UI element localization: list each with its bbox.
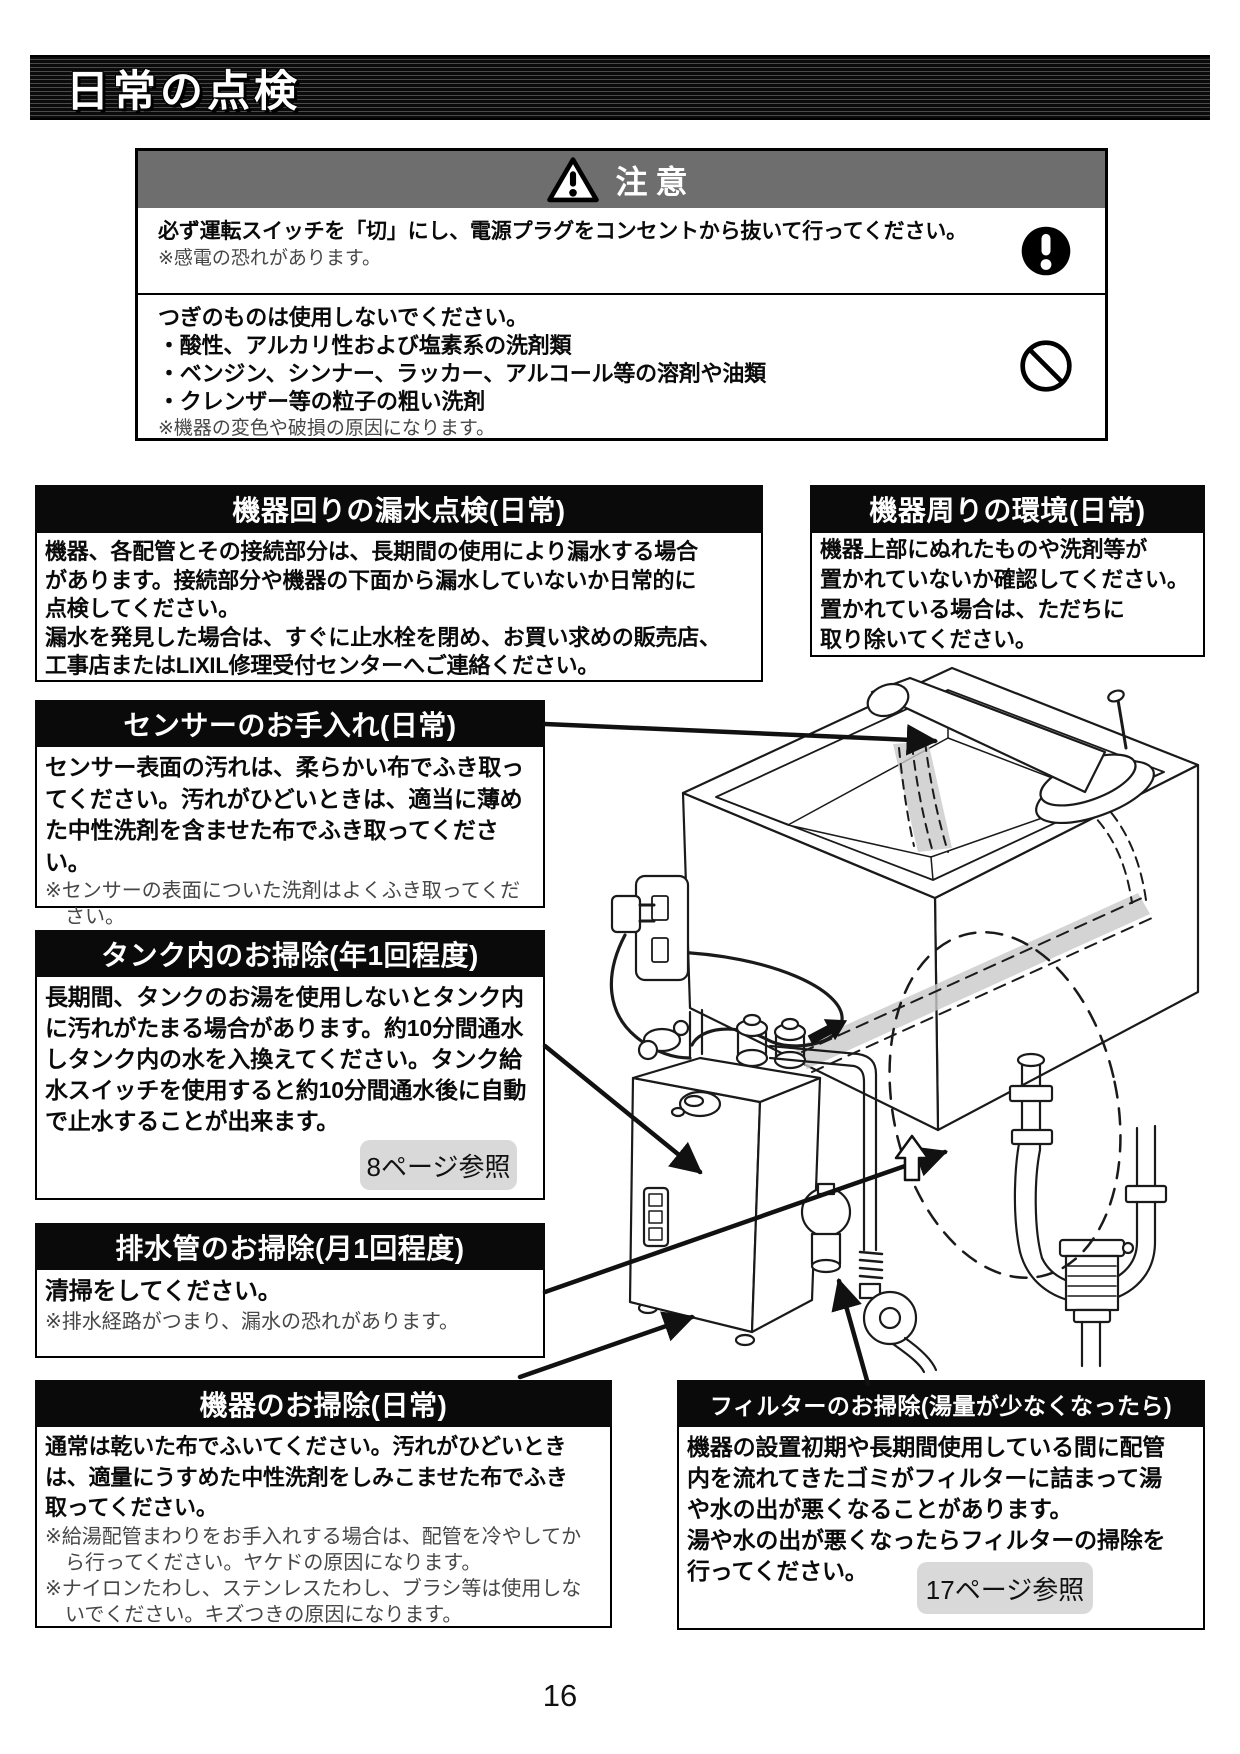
caution-item-note: ※感電の恐れがあります。 <box>158 248 382 269</box>
caution-item: 必ず運転スイッチを「切」にし、電源プラグをコンセントから抜いて行ってください。 … <box>138 208 1105 293</box>
sensor-faucet <box>866 676 1155 825</box>
caution-header: 注意 <box>138 151 1105 208</box>
section-drain-cleaning-note: ※排水経路がつまり、漏水の恐れがあります。 <box>45 1311 459 1333</box>
arrow-to-sensor <box>542 721 939 756</box>
up-arrow-icon <box>894 1134 930 1182</box>
section-device-cleaning-note: ※給湯配管まわりをお手入れする場合は、配管を冷やしてか ら行ってください。ヤケド… <box>45 1525 582 1626</box>
section-device-cleaning-title: 機器のお掃除(日常) <box>35 1380 612 1427</box>
section-surroundings-title: 機器周りの環境(日常) <box>810 485 1205 533</box>
section-surroundings: 機器周りの環境(日常) 機器上部にぬれたものや洗剤等が 置かれていないか確認して… <box>810 485 1205 657</box>
power-plug <box>610 894 656 934</box>
page-17-reference-button: 17ページ参照 <box>917 1562 1093 1614</box>
warning-triangle-icon <box>547 156 600 203</box>
drain-trap <box>1008 1052 1168 1304</box>
arrow-to-unit-bottom <box>517 1311 695 1380</box>
flow-direction-arrow <box>807 1019 848 1045</box>
section-device-cleaning: 機器のお掃除(日常) 通常は乾いた布でふいてください。汚れがひどいとき は、適量… <box>35 1380 612 1628</box>
mandatory-icon <box>987 208 1105 293</box>
section-sensor-care-note: ※センサーの表面についた洗剤はよくふき取ってくだ さい。 <box>45 880 521 928</box>
section-filter-cleaning-title: フィルターのお掃除(湯量が少なくなったら) <box>677 1380 1205 1427</box>
section-leak-inspection-body: 機器、各配管とその接続部分は、長期間の使用により漏水する場合 があります。接続部… <box>45 539 721 678</box>
caution-item-note: ※機器の変色や破損の原因になります。 <box>158 418 496 439</box>
sensor-window <box>866 682 910 718</box>
section-filter-cleaning: フィルターのお掃除(湯量が少なくなったら) 機器の設置初期や長期間使用している間… <box>677 1380 1205 1630</box>
section-filter-cleaning-body: 機器の設置初期や長期間使用している間に配管 内を流れてきたゴミがフィルターに詰ま… <box>687 1434 1166 1584</box>
section-surroundings-body: 機器上部にぬれたものや洗剤等が 置かれていないか確認してください。 置かれている… <box>820 537 1189 652</box>
water-heater-unit <box>628 1056 822 1347</box>
hidden-pipe-dashes <box>801 741 1153 1073</box>
caution-item: つぎのものは使用しないでください。 ・酸性、アルカリ性および塩素系の洗剤類 ・ベ… <box>138 293 1105 439</box>
caution-title: 注意 <box>615 163 696 200</box>
section-tank-cleaning: タンク内のお掃除(年1回程度) 長期間、タンクのお湯を使用しないとタンク内 に汚… <box>35 930 545 1200</box>
supply-valve-dome <box>800 1186 852 1238</box>
unit-control-panel <box>642 1186 670 1248</box>
arrow-to-filter-valve <box>831 1277 871 1387</box>
page-title: 日常の点検 <box>66 67 301 116</box>
section-drain-cleaning-title: 排水管のお掃除(月1回程度) <box>35 1223 545 1270</box>
sink <box>681 666 1200 1132</box>
section-tank-cleaning-title: タンク内のお掃除(年1回程度) <box>35 930 545 977</box>
section-drain-cleaning-body: 清掃をしてください。 <box>45 1278 282 1305</box>
caution-item-text: つぎのものは使用しないでください。 ・酸性、アルカリ性および塩素系の洗剤類 ・ベ… <box>158 305 766 414</box>
caution-item-text: 必ず運転スイッチを「切」にし、電源プラグをコンセントから抜いて行ってください。 <box>158 220 967 243</box>
arrow-to-drain-trap <box>542 1146 948 1295</box>
filter-assembly <box>1058 1238 1135 1368</box>
water-flow-band <box>795 741 1150 1069</box>
page-8-reference-button: 8ページ参照 <box>360 1140 517 1190</box>
page-banner: 日常の点検 <box>30 55 1210 120</box>
section-drain-cleaning: 排水管のお掃除(月1回程度) 清掃をしてください。 ※排水経路がつまり、漏水の恐… <box>35 1223 545 1358</box>
power-outlet <box>634 874 690 982</box>
arrow-to-unit <box>542 1043 703 1175</box>
caution-box: 注意 必ず運転スイッチを「切」にし、電源プラグをコンセントから抜いて行ってくださ… <box>135 148 1108 441</box>
section-leak-inspection-title: 機器回りの漏水点検(日常) <box>35 485 763 533</box>
inspection-ellipse <box>888 930 1122 1280</box>
section-sensor-care: センサーのお手入れ(日常) センサー表面の汚れは、柔らかい布でふき取っ てくださ… <box>35 700 545 928</box>
unit-pipework <box>637 1008 938 1374</box>
page-number: 16 <box>542 1678 578 1713</box>
unit-knob <box>678 1090 722 1118</box>
section-leak-inspection: 機器回りの漏水点検(日常) 機器、各配管とその接続部分は、長期間の使用により漏水… <box>35 485 763 682</box>
shutoff-valve-handle <box>862 1290 918 1346</box>
section-sensor-care-title: センサーのお手入れ(日常) <box>35 700 545 747</box>
section-sensor-care-body: センサー表面の汚れは、柔らかい布でふき取っ てください。汚れがひどいときは、適当… <box>45 754 524 875</box>
power-cord <box>609 933 844 1060</box>
section-tank-cleaning-body: 長期間、タンクのお湯を使用しないとタンク内 に汚れがたまる場合があります。約10… <box>45 984 527 1134</box>
section-device-cleaning-body: 通常は乾いた布でふいてください。汚れがひどいとき は、適量にうすめた中性洗剤をし… <box>45 1434 568 1520</box>
prohibition-icon <box>987 295 1105 436</box>
